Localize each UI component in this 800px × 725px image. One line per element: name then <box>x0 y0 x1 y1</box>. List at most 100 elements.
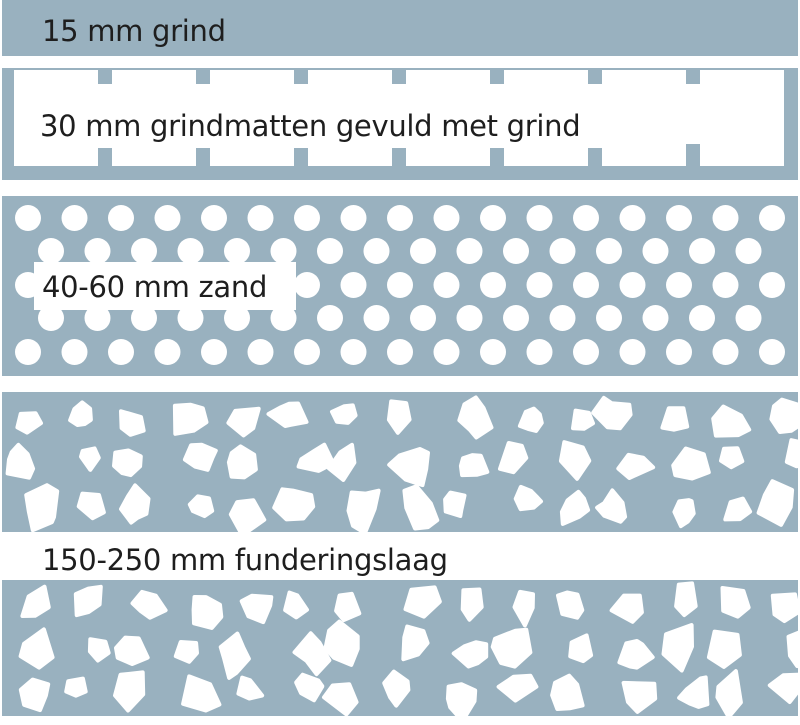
sand-grain <box>61 339 88 365</box>
sand-grain <box>177 305 204 331</box>
crushed-stone <box>617 639 655 670</box>
layer-sand: 40-60 mm zand <box>2 196 798 376</box>
sand-grain <box>759 272 785 298</box>
crushed-stone <box>591 395 633 431</box>
crushed-stone <box>660 406 690 432</box>
sand-grain <box>596 238 622 264</box>
sand-grain <box>642 238 669 264</box>
sand-grain <box>526 339 553 365</box>
crushed-stone <box>18 677 51 713</box>
crushed-stone <box>5 442 36 480</box>
crushed-stone <box>68 400 93 427</box>
sand-grain <box>61 205 88 231</box>
crushed-stone <box>172 402 209 436</box>
crushed-stone <box>283 590 309 620</box>
sand-grain <box>549 238 576 264</box>
crushed-stone <box>558 440 592 481</box>
sand-grain <box>15 205 41 231</box>
crushed-stone <box>445 682 478 723</box>
crushed-stone <box>571 408 595 431</box>
sand-grain <box>666 339 692 365</box>
sand-grain <box>735 305 762 331</box>
crushed-stone <box>294 672 325 703</box>
sand-grain <box>294 339 320 365</box>
crushed-stones <box>5 395 800 723</box>
crushed-stone <box>770 592 800 624</box>
crushed-stone <box>226 444 258 480</box>
crushed-stone <box>401 624 430 662</box>
sand-grain <box>503 305 529 331</box>
crushed-stone <box>87 637 111 663</box>
sand-label-background <box>34 262 296 310</box>
crushed-stone <box>677 675 710 709</box>
crushed-stone <box>387 447 430 488</box>
crushed-stone <box>64 676 88 698</box>
crushed-stone <box>266 401 309 428</box>
sand-grain <box>224 238 250 264</box>
sand-grain <box>363 305 390 331</box>
sand-grain <box>247 205 274 231</box>
sand-grain <box>456 305 483 331</box>
crushed-stone <box>346 488 381 535</box>
sand-grain <box>38 238 64 264</box>
crushed-stone <box>173 640 199 664</box>
crushed-stone <box>609 593 644 624</box>
crushed-stone <box>671 446 711 481</box>
crushed-stone <box>112 448 143 478</box>
crushed-stone <box>334 591 362 623</box>
gravel-mats-label-background <box>34 100 624 148</box>
sand-grain <box>666 205 692 231</box>
crushed-stone <box>20 584 51 618</box>
sand-grain <box>619 272 646 298</box>
crushed-stone <box>113 670 146 713</box>
crushed-stone <box>119 483 151 525</box>
foundation-label: 150-250 mm funderingslaag <box>42 543 448 577</box>
sand-grain <box>294 272 320 298</box>
crushed-stone <box>769 397 800 434</box>
sand-grain <box>549 305 576 331</box>
crushed-stone <box>236 675 265 701</box>
crushed-stone <box>559 489 591 526</box>
crushed-stone <box>79 446 101 472</box>
crushed-stone <box>720 586 751 619</box>
sand-grain <box>642 305 669 331</box>
crushed-stone <box>76 491 106 521</box>
crushed-stone <box>460 587 484 622</box>
sand-grain <box>573 272 599 298</box>
sand-grain <box>759 339 785 365</box>
sand-grain <box>526 272 553 298</box>
crushed-stone <box>756 479 795 527</box>
crushed-stone <box>119 409 146 437</box>
sand-grain <box>154 205 181 231</box>
crushed-stone <box>621 680 658 714</box>
sand-grain <box>596 305 622 331</box>
crushed-stone <box>226 406 261 438</box>
crushed-stone <box>296 442 336 473</box>
crushed-stone <box>24 483 60 533</box>
sand-grain <box>689 305 715 331</box>
sand-grain <box>270 305 297 331</box>
gravel-mats-label: 30 mm grindmatten gevuld met grind <box>40 109 580 143</box>
sand-grain <box>735 238 762 264</box>
sand-grain <box>340 339 367 365</box>
crushed-stone <box>292 631 332 677</box>
sand-grain <box>38 305 64 331</box>
sand-grain <box>84 238 111 264</box>
sand-grain <box>84 305 111 331</box>
sand-grain <box>456 238 483 264</box>
sand-grain <box>689 238 715 264</box>
sand-grain <box>201 339 227 365</box>
sand-grain <box>387 272 413 298</box>
sand-grain <box>573 205 599 231</box>
sand-grain <box>480 339 506 365</box>
crushed-stone <box>443 490 467 518</box>
sand-grain <box>177 238 204 264</box>
sand-grains <box>15 205 785 365</box>
crushed-stone <box>512 589 535 628</box>
sand-grain <box>526 205 553 231</box>
sand-grain <box>131 305 157 331</box>
crushed-stone <box>568 633 594 664</box>
crushed-stone <box>616 452 656 480</box>
crushed-stone <box>272 487 316 522</box>
